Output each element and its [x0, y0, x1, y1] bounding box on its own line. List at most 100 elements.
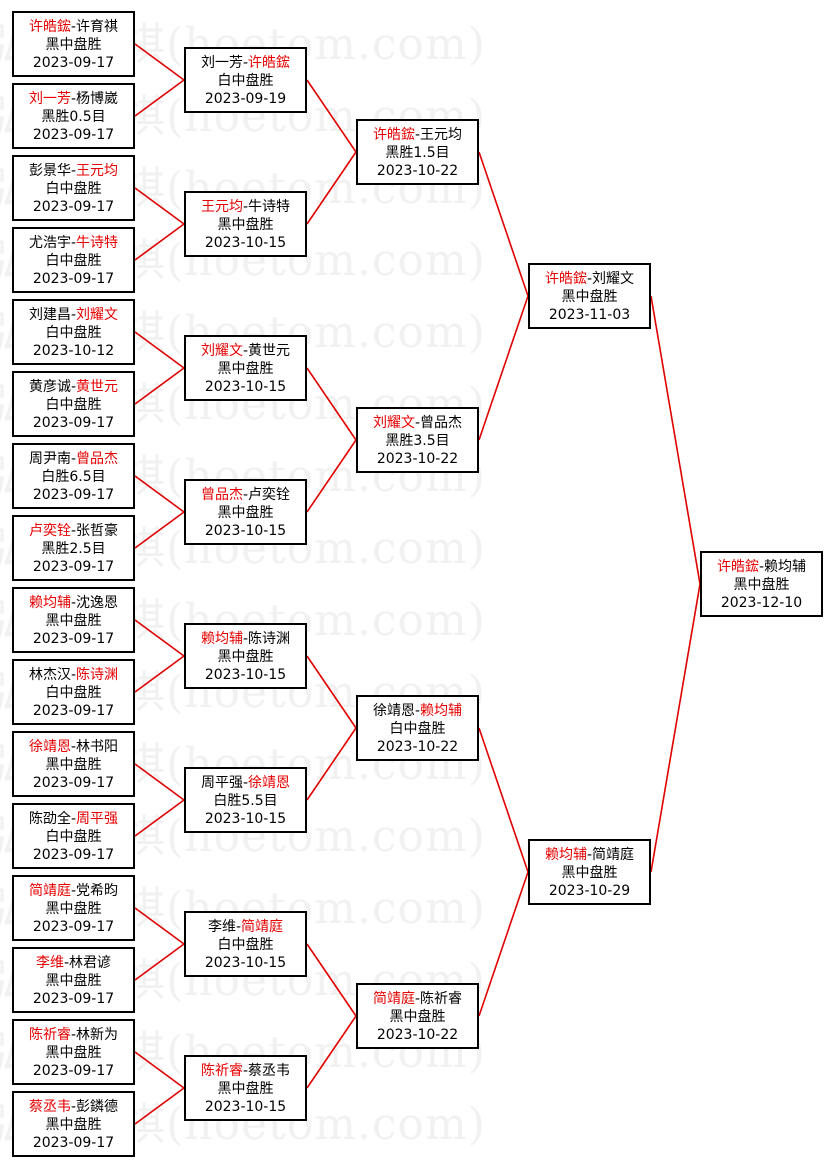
- player-separator: -: [70, 1099, 77, 1115]
- player-black: 黄彦诚: [28, 379, 71, 395]
- match-result: 黑中盘胜: [45, 973, 102, 989]
- bracket-connector-line: [306, 367, 357, 441]
- player-black: 许皓鋐: [544, 271, 587, 287]
- match-date: 2023-09-17: [32, 415, 115, 431]
- bracket-connector-line: [306, 79, 357, 153]
- match-date: 2023-11-03: [548, 307, 631, 323]
- bracket-connector-line: [134, 1051, 185, 1089]
- match-date: 2023-10-15: [204, 1099, 287, 1115]
- match-players: 赖均辅-沈逸恩: [14, 594, 133, 612]
- match-date: 2023-09-17: [32, 55, 115, 71]
- match-result: 黑中盘胜: [561, 289, 618, 305]
- player-white: 简靖庭: [592, 847, 635, 863]
- match-date: 2023-09-17: [32, 919, 115, 935]
- player-separator: -: [70, 1027, 77, 1043]
- player-black: 李维: [207, 919, 236, 935]
- bracket-connector-line: [134, 619, 185, 657]
- match-result: 黑中盘胜: [45, 901, 102, 917]
- player-separator: -: [414, 127, 421, 143]
- match-players: 林杰汉-陈诗渊: [14, 666, 133, 684]
- player-black: 周尹南: [28, 451, 71, 467]
- match-players: 陈祈睿-蔡丞韦: [186, 1062, 305, 1080]
- bracket-connector-line: [478, 151, 529, 297]
- match-result: 黑中盘胜: [217, 1081, 274, 1097]
- player-black: 许皓鋐: [28, 19, 71, 35]
- bracket-connector-line: [650, 295, 701, 585]
- match-date: 2023-09-17: [32, 271, 115, 287]
- match-date: 2023-10-22: [376, 1027, 459, 1043]
- match-players: 许皓鋐-赖均辅: [702, 558, 821, 576]
- match-players: 周尹南-曾品杰: [14, 450, 133, 468]
- bracket-connector-line: [650, 583, 701, 873]
- player-separator: -: [758, 559, 765, 575]
- player-black: 徐靖恩: [28, 739, 71, 755]
- bracket-connector-line: [306, 151, 357, 225]
- player-black: 王元均: [200, 199, 243, 215]
- player-white: 黄世元: [248, 343, 291, 359]
- bracket-connector-line: [134, 187, 185, 225]
- player-black: 林杰汉: [28, 667, 71, 683]
- match-players: 王元均-牛诗特: [186, 198, 305, 216]
- player-separator: -: [414, 415, 421, 431]
- player-separator: -: [70, 379, 77, 395]
- match-result: 黑中盘胜: [217, 649, 274, 665]
- match-result: 黑中盘胜: [217, 217, 274, 233]
- player-separator: -: [70, 451, 77, 467]
- match-players: 蔡丞韦-彭鏻德: [14, 1098, 133, 1116]
- player-white: 陈诗渊: [248, 631, 291, 647]
- player-black: 赖均辅: [200, 631, 243, 647]
- player-separator: -: [70, 235, 77, 251]
- player-white: 陈祈睿: [420, 991, 463, 1007]
- player-white: 刘耀文: [592, 271, 635, 287]
- match-players: 刘一芳-杨博崴: [14, 90, 133, 108]
- match-result: 黑中盘胜: [45, 1117, 102, 1133]
- match-date: 2023-09-17: [32, 559, 115, 575]
- match-date: 2023-10-22: [376, 739, 459, 755]
- bracket-connector-line: [306, 439, 357, 513]
- bracket-connector-line: [134, 907, 185, 945]
- match-result: 白胜5.5目: [213, 793, 278, 809]
- match-result: 黑中盘胜: [45, 613, 102, 629]
- match-result: 白胜6.5目: [41, 469, 106, 485]
- player-black: 蔡丞韦: [28, 1099, 71, 1115]
- player-white: 沈逸恩: [76, 595, 119, 611]
- match-date: 2023-09-17: [32, 847, 115, 863]
- bracket-connector-line: [134, 475, 185, 513]
- bracket-connector-line: [134, 763, 185, 801]
- match-result: 黑中盘胜: [217, 361, 274, 377]
- player-separator: -: [242, 487, 249, 503]
- bracket-connector-line: [478, 295, 529, 441]
- player-white: 黄世元: [76, 379, 119, 395]
- bracket-connector-line: [134, 43, 185, 81]
- bracket-connector-line: [478, 871, 529, 1017]
- match-result: 黑中盘胜: [561, 865, 618, 881]
- match-players: 陈祈睿-林新为: [14, 1026, 133, 1044]
- player-separator: -: [586, 847, 593, 863]
- match-result: 黑中盘胜: [733, 577, 790, 593]
- player-white: 王元均: [420, 127, 463, 143]
- bracket-connector-line: [134, 511, 185, 549]
- player-black: 赖均辅: [544, 847, 587, 863]
- player-separator: -: [70, 667, 77, 683]
- match-date: 2023-09-17: [32, 991, 115, 1007]
- match-result: 黑中盘胜: [45, 1045, 102, 1061]
- player-separator: -: [70, 595, 77, 611]
- bracket-connector-line: [306, 655, 357, 729]
- match-result: 黑胜2.5目: [41, 541, 106, 557]
- player-white: 牛诗特: [76, 235, 119, 251]
- player-white: 林书阳: [76, 739, 119, 755]
- player-separator: -: [70, 91, 77, 107]
- player-white: 陈诗渊: [76, 667, 119, 683]
- player-separator: -: [70, 163, 77, 179]
- match-date: 2023-10-15: [204, 379, 287, 395]
